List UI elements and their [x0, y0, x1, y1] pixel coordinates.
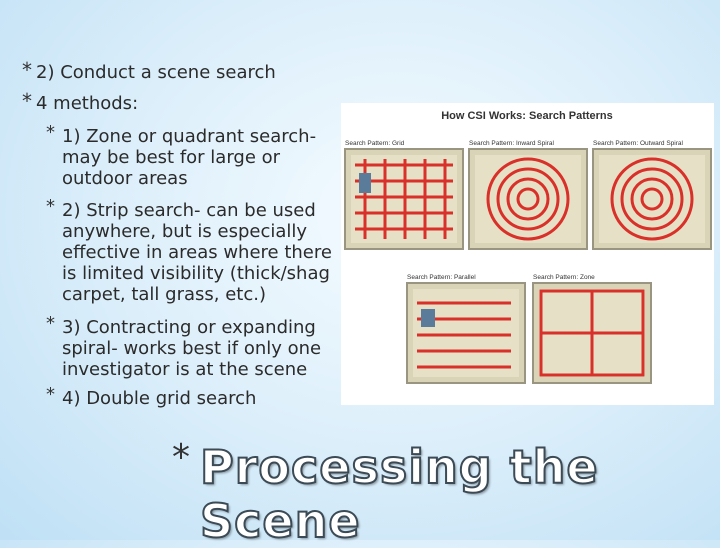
bullet-glyph: *: [46, 122, 55, 143]
bullet-methods: 4 methods:: [36, 93, 139, 114]
panel-label: Search Pattern: Inward Spiral: [469, 140, 554, 147]
panel-outward-spiral: Search Pattern: Outward Spiral: [592, 140, 712, 250]
panel-label: Search Pattern: Parallel: [407, 274, 476, 281]
sub-bullet-strip-search: 2) Strip search- can be used anywhere, b…: [62, 200, 332, 305]
bullet-glyph: *: [46, 313, 55, 334]
bullet-glyph: *: [22, 89, 32, 113]
slide-title: Processing the Scene: [199, 439, 599, 548]
bullet-glyph: *: [46, 384, 55, 405]
bullet-scene-search: 2) Conduct a scene search: [36, 62, 276, 83]
search-patterns-figure: How CSI Works: Search Patterns Search Pa…: [341, 103, 714, 405]
panel-label: Search Pattern: Grid: [345, 140, 405, 147]
panel-zone: Search Pattern: Zone: [532, 274, 652, 384]
panel-parallel: Search Pattern: Parallel: [406, 274, 526, 384]
bullet-glyph: *: [46, 196, 55, 217]
sub-bullet-spiral: 3) Contracting or expanding spiral- work…: [62, 317, 322, 380]
title-bullet-glyph: *: [172, 437, 190, 478]
panel-label: Search Pattern: Zone: [533, 274, 595, 281]
figure-heading: How CSI Works: Search Patterns: [441, 110, 613, 122]
sub-bullet-double-grid: 4) Double grid search: [62, 388, 257, 409]
bullet-glyph: *: [22, 58, 32, 82]
panel-grid: Search Pattern: Grid: [344, 140, 464, 250]
sub-bullet-zone-search: 1) Zone or quadrant search- may be best …: [62, 126, 317, 189]
panel-inward-spiral: Search Pattern: Inward Spiral: [468, 140, 588, 250]
panel-label: Search Pattern: Outward Spiral: [593, 140, 684, 147]
